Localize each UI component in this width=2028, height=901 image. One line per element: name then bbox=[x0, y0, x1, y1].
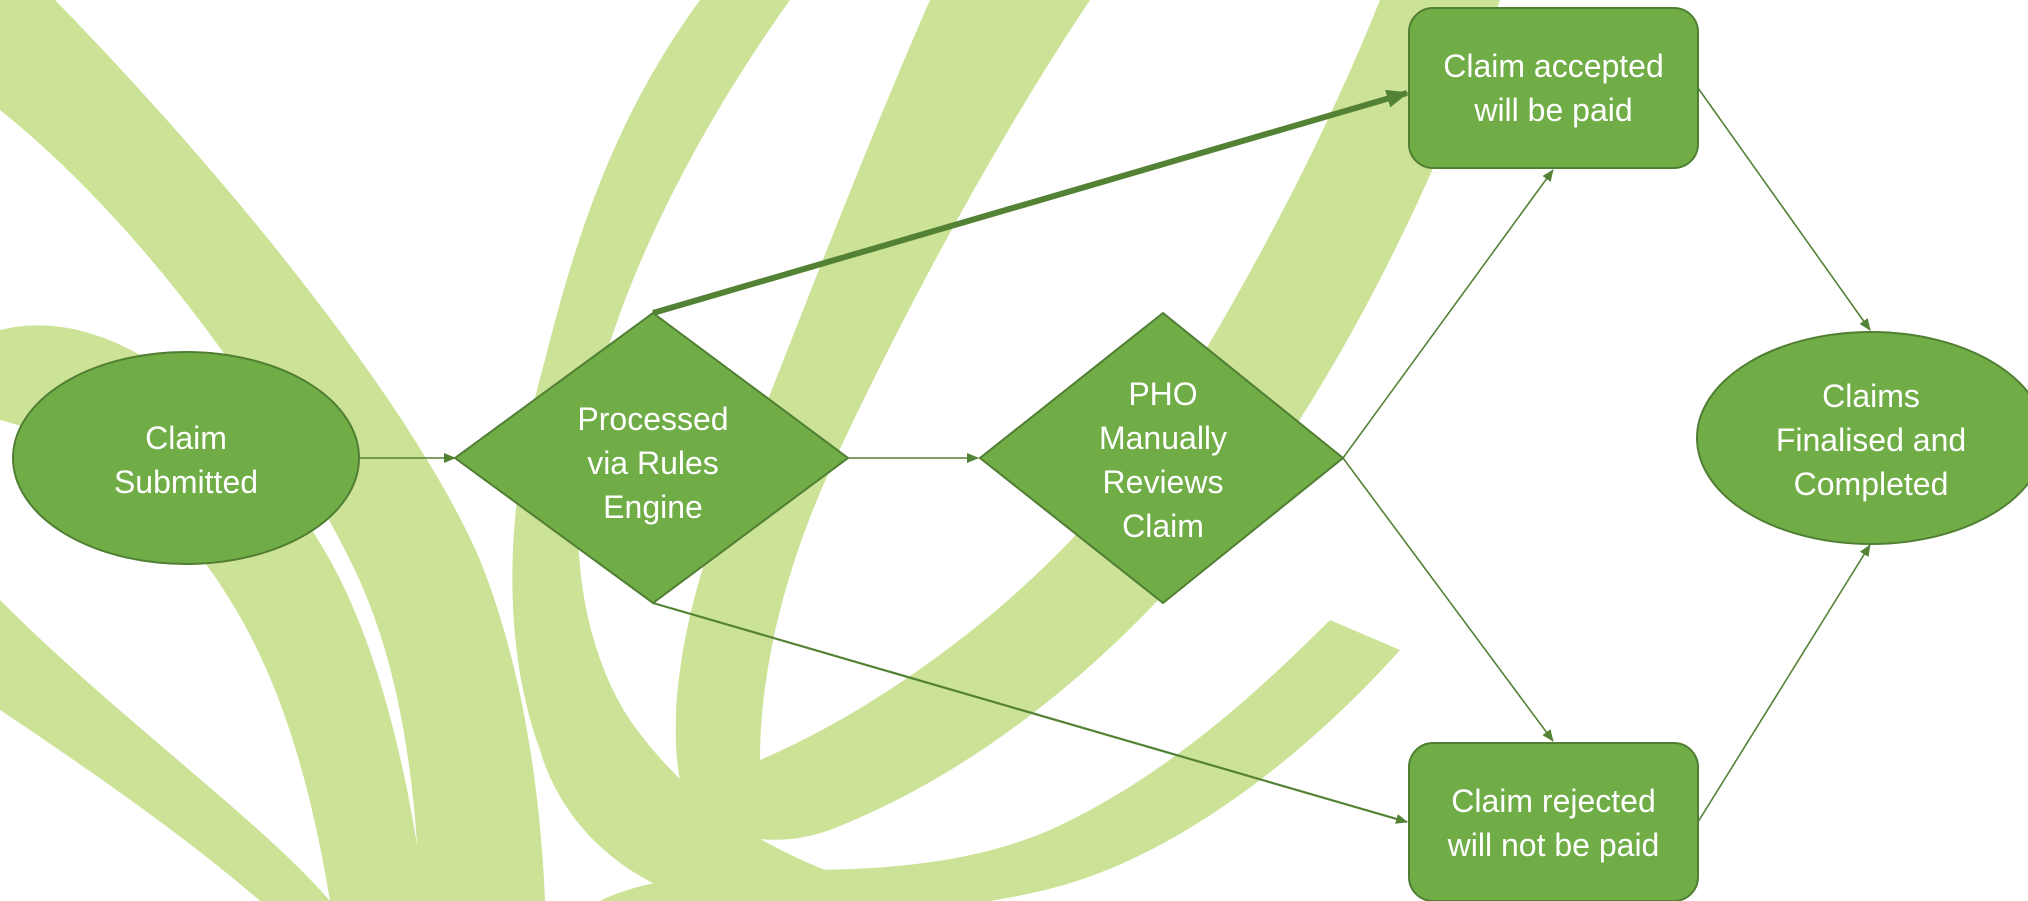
arrow-rules-engine-to-rejected bbox=[652, 601, 1408, 824]
rules-engine-decision-node bbox=[453, 311, 850, 605]
claim-rejected-node bbox=[1408, 742, 1699, 901]
arrow-pho-review-to-rejected bbox=[1342, 457, 1554, 742]
claim-submitted-node bbox=[12, 351, 360, 565]
nodes bbox=[12, 7, 2028, 901]
pho-review-decision-node bbox=[978, 311, 1345, 605]
swoosh-shapes bbox=[0, 0, 1500, 901]
swoosh-band-left bbox=[0, 0, 545, 901]
arrow-accepted-to-finalised bbox=[1697, 87, 1871, 331]
arrow-rejected-to-finalised bbox=[1697, 544, 1871, 823]
swoosh-band-center-loop bbox=[512, 0, 880, 901]
edges bbox=[360, 87, 1871, 824]
swoosh-band-bottom-center bbox=[600, 620, 1400, 901]
claims-finalised-node bbox=[1696, 331, 2028, 545]
swoosh-band-center-inner bbox=[675, 0, 1500, 840]
claim-accepted-node bbox=[1408, 7, 1699, 169]
swoosh-band-lower-left bbox=[0, 325, 425, 901]
arrow-pho-review-to-accepted bbox=[1342, 169, 1554, 459]
swoosh-band-bottom-left bbox=[0, 600, 330, 901]
arrow-rules-engine-to-accepted bbox=[652, 89, 1409, 316]
